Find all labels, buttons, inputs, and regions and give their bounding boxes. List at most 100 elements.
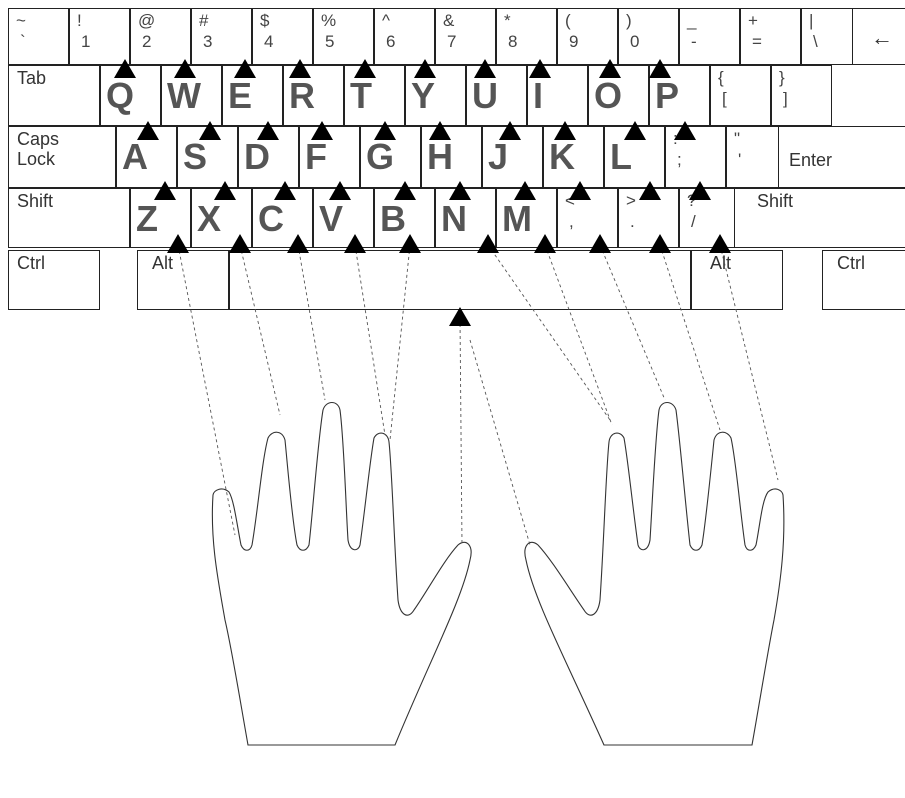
key-n: N	[435, 188, 496, 248]
key-a: A	[116, 126, 177, 188]
key-letter: K	[549, 139, 575, 175]
punct-key-shift-char: :	[673, 129, 678, 149]
key-letter: U	[472, 78, 498, 114]
punct-key-shift-char: <	[565, 191, 575, 211]
number-key-base-char: 0	[630, 32, 639, 52]
key-letter: J	[488, 139, 508, 175]
key-right-ctrl: Ctrl	[822, 250, 905, 310]
key-number-11: _-	[679, 8, 740, 65]
right-shift-label: Shift	[757, 192, 793, 212]
key-f: F	[299, 126, 360, 188]
key-punct-home-0: :;	[665, 126, 726, 188]
bracket-key-base-char: ]	[783, 89, 788, 109]
key-b: B	[374, 188, 435, 248]
number-key-shift-char: @	[138, 11, 155, 31]
number-key-shift-char: !	[77, 11, 82, 31]
key-letter: Z	[136, 201, 158, 237]
key-left-alt: Alt	[137, 250, 229, 310]
key-number-4: $4	[252, 8, 313, 65]
key-s: S	[177, 126, 238, 188]
number-key-shift-char: %	[321, 11, 336, 31]
key-number-0: ~`	[8, 8, 69, 65]
number-key-base-char: 4	[264, 32, 273, 52]
key-v: V	[313, 188, 374, 248]
key-m: M	[496, 188, 557, 248]
punct-key-base-char: ,	[569, 212, 574, 232]
punct-key-base-char: .	[630, 212, 635, 232]
key-j: J	[482, 126, 543, 188]
key-t: T	[344, 65, 405, 126]
key-d: D	[238, 126, 299, 188]
key-e: E	[222, 65, 283, 126]
key-k: K	[543, 126, 604, 188]
key-number-8: *8	[496, 8, 557, 65]
right-hand	[525, 403, 784, 746]
key-x: X	[191, 188, 252, 248]
key-h: H	[421, 126, 482, 188]
key-punct-bottom-0: <,	[557, 188, 618, 248]
number-key-base-char: 6	[386, 32, 395, 52]
key-number-12: +=	[740, 8, 801, 65]
key-o: O	[588, 65, 649, 126]
bracket-key-shift-char: {	[718, 68, 724, 88]
key-letter: N	[441, 201, 467, 237]
key-right-alt: Alt	[691, 250, 783, 310]
punct-key-shift-char: ?	[687, 191, 696, 211]
punct-key-shift-char: "	[734, 129, 740, 149]
key-l: L	[604, 126, 665, 188]
number-key-shift-char: $	[260, 11, 269, 31]
key-c: C	[252, 188, 313, 248]
key-letter: A	[122, 139, 148, 175]
key-letter: Q	[106, 78, 134, 114]
guide-line	[460, 318, 462, 545]
caps-lock-label: Caps Lock	[17, 130, 59, 170]
tab-label: Tab	[17, 69, 46, 89]
key-g: G	[360, 126, 421, 188]
key-z: Z	[130, 188, 191, 248]
key-number-7: &7	[435, 8, 496, 65]
number-key-base-char: 5	[325, 32, 334, 52]
key-i: I	[527, 65, 588, 126]
key-number-6: ^6	[374, 8, 435, 65]
key-letter: M	[502, 201, 532, 237]
key-caps-lock: Caps Lock	[8, 126, 116, 188]
key-q: Q	[100, 65, 161, 126]
key-tab: Tab	[8, 65, 100, 126]
key-y: Y	[405, 65, 466, 126]
key-letter: V	[319, 201, 343, 237]
key-letter: X	[197, 201, 221, 237]
key-letter: B	[380, 201, 406, 237]
punct-key-base-char: '	[738, 150, 741, 170]
number-key-base-char: 3	[203, 32, 212, 52]
key-r: R	[283, 65, 344, 126]
key-letter: F	[305, 139, 327, 175]
number-key-base-char: =	[752, 32, 762, 52]
number-key-base-char: 2	[142, 32, 151, 52]
key-bracket-0: {[	[710, 65, 771, 126]
number-key-shift-char: &	[443, 11, 454, 31]
key-letter: H	[427, 139, 453, 175]
key-letter: C	[258, 201, 284, 237]
number-key-base-char: 1	[81, 32, 90, 52]
key-u: U	[466, 65, 527, 126]
number-key-base-char: 8	[508, 32, 517, 52]
key-number-2: @2	[130, 8, 191, 65]
right-ctrl-label: Ctrl	[837, 254, 865, 274]
key-letter: P	[655, 78, 679, 114]
key-spacebar	[229, 250, 691, 310]
number-key-shift-char: #	[199, 11, 208, 31]
key-number-5: %5	[313, 8, 374, 65]
key-letter: Y	[411, 78, 435, 114]
key-punct-bottom-1: >.	[618, 188, 679, 248]
key-left-shift: Shift	[8, 188, 130, 248]
punct-key-base-char: /	[691, 212, 696, 232]
key-letter: L	[610, 139, 632, 175]
key-number-9: (9	[557, 8, 618, 65]
left-shift-label: Shift	[17, 192, 53, 212]
key-letter: E	[228, 78, 252, 114]
key-letter: W	[167, 78, 201, 114]
key-letter: R	[289, 78, 315, 114]
number-key-shift-char: *	[504, 11, 511, 31]
enter-label: Enter	[789, 151, 832, 171]
